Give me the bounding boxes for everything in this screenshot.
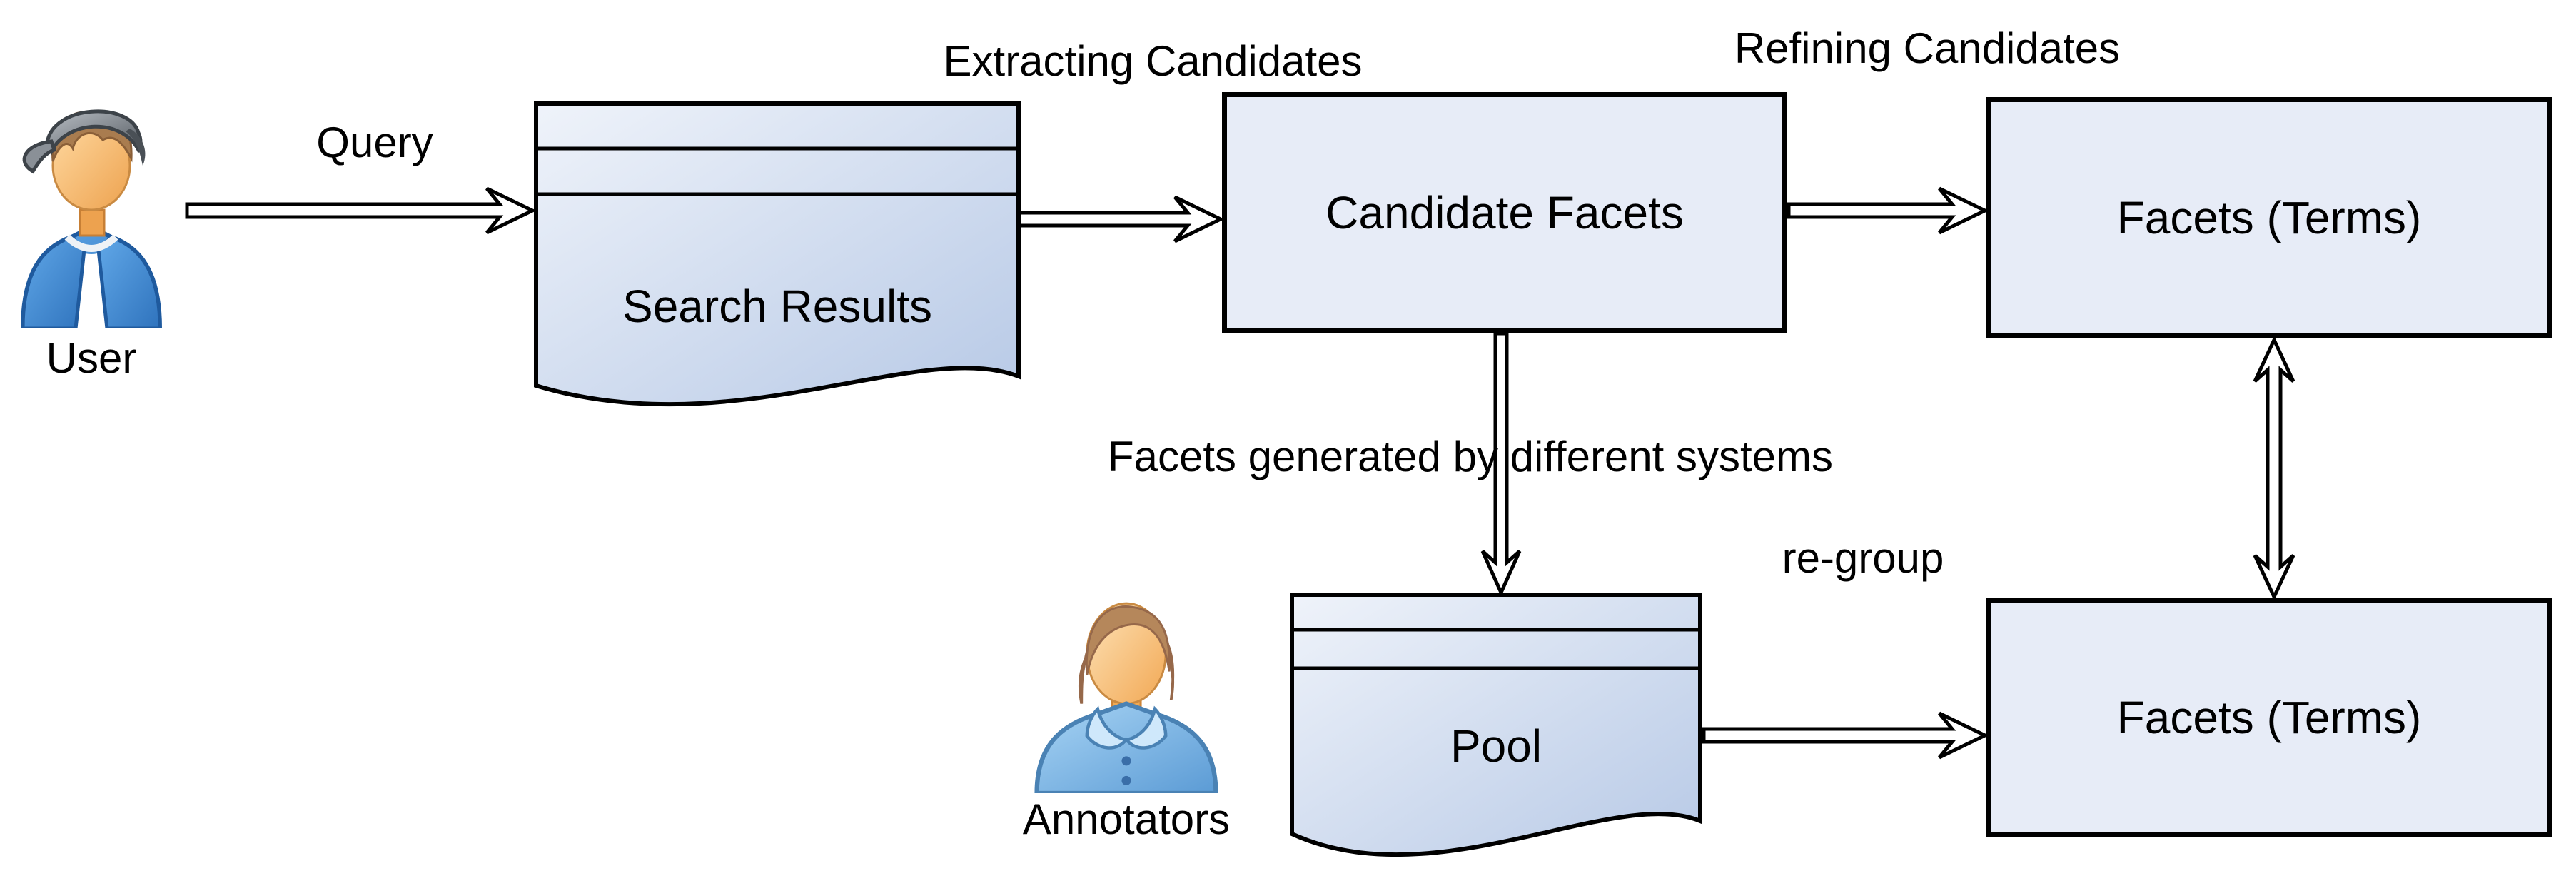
facets-terms-sync-arrow <box>2253 336 2295 601</box>
facets-generated-label: Facets generated by different systems <box>1107 433 1834 480</box>
annotator-shirt <box>1034 701 1218 793</box>
search-to-candidate-arrow <box>1017 195 1225 243</box>
annotator-avatar-icon <box>1034 602 1218 793</box>
search-results-doc <box>534 101 1021 407</box>
facets-terms-top-box: Facets (Terms) <box>1986 97 2552 338</box>
regroup-label: re-group <box>1782 534 1944 582</box>
facets-terms-top-label: Facets (Terms) <box>2116 192 2422 243</box>
candidate-facets-label: Candidate Facets <box>1325 187 1684 238</box>
user-cap <box>22 109 146 174</box>
candidate-to-facets-arrow <box>1787 186 1989 235</box>
annotators-node-label: Annotators <box>1022 795 1231 843</box>
refining-candidates-label: Refining Candidates <box>1734 24 2121 72</box>
query-arrow <box>185 186 537 235</box>
candidate-facets-to-pool-arrow <box>1480 331 1522 598</box>
pool-to-facets-arrow <box>1702 711 1989 760</box>
annotator-face <box>1085 602 1171 716</box>
facets-terms-bottom-box: Facets (Terms) <box>1986 598 2552 837</box>
document-shape <box>1290 593 1702 857</box>
candidate-facets-box: Candidate Facets <box>1222 92 1787 333</box>
user-torso <box>20 224 163 328</box>
pool-label: Pool <box>1450 720 1542 772</box>
pool-doc <box>1290 593 1702 857</box>
extracting-candidates-label: Extracting Candidates <box>943 37 1363 85</box>
query-edge-label: Query <box>316 119 433 166</box>
user-avatar-icon <box>20 109 163 328</box>
document-shape <box>534 101 1021 407</box>
search-results-label: Search Results <box>622 281 932 332</box>
facets-terms-bottom-label: Facets (Terms) <box>2116 692 2422 743</box>
user-node-label: User <box>46 334 137 382</box>
